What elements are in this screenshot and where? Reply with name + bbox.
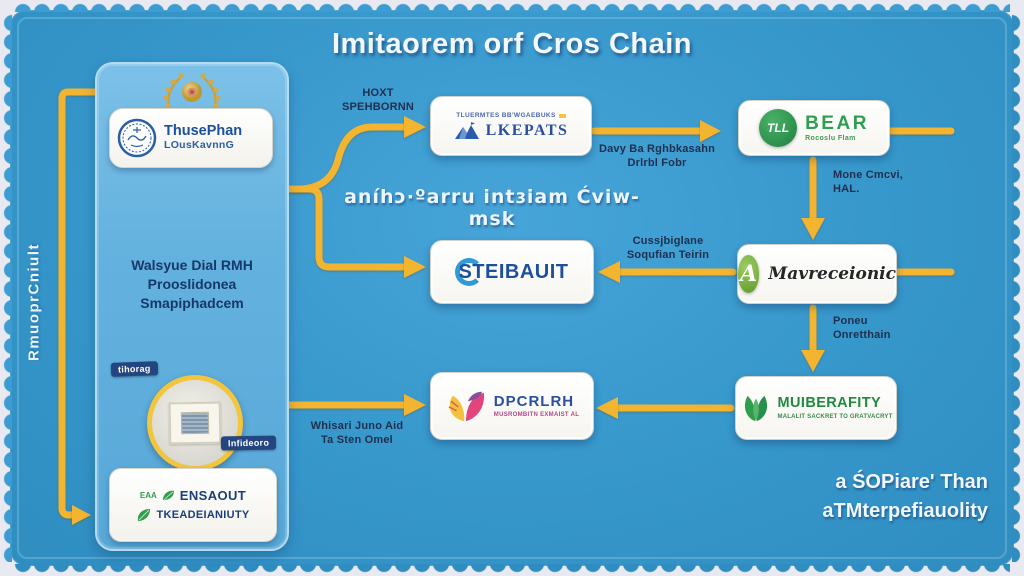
arrowhead-lkepats-to-tlbear <box>700 120 721 142</box>
arrowhead-tlbear-down <box>801 218 825 240</box>
arrow-label-line: Cussjbiglane <box>632 235 704 247</box>
sprout-icon <box>162 490 174 501</box>
muiberafity-text: MUIBERAFITY MALALIT SACKRET TO GRATVACRY… <box>778 396 893 420</box>
leaf-icon <box>138 509 151 521</box>
node-muiberafity: MUIBERAFITY MALALIT SACKRET TO GRATVACRY… <box>735 376 897 440</box>
arrow-label-line: Drlrbl Fobr <box>627 157 687 169</box>
bottom-right-annotation: a ŚOPiare' Than aTMterpefiauolity <box>822 468 988 526</box>
arrow-label-line: Poneu <box>833 315 868 327</box>
photo-tag-top: tihorag <box>110 361 158 377</box>
node-lkepats: TLUERMTES BB'WGAEBUKS LKEPATS <box>430 96 592 156</box>
dpcrlrh-subtext: MUSROMBITN EXMAIST AL <box>493 412 580 418</box>
arrowhead-panel-to-dpcrlrh <box>404 394 426 416</box>
arrowhead-mav-down <box>801 350 825 372</box>
org-subname: LOusKavnnG <box>164 139 235 152</box>
org-name: ThusePhan <box>164 123 243 140</box>
seal-icon <box>117 118 157 158</box>
tkeadeianiuty-label: TKEADEIANIUTY <box>156 509 250 521</box>
arrow-label-cuss: Cussjbiglane Soqufian Teirin <box>604 234 732 262</box>
lkepats-tagline-row: TLUERMTES BB'WGAEBUKS <box>456 112 566 119</box>
lkepats-tagline: TLUERMTES BB'WGAEBUKS <box>456 112 556 119</box>
tll-badge-icon: TLL <box>759 109 798 147</box>
arrow-label-line: SPEHBORNN <box>341 101 415 113</box>
arrow-label-line: HOXT <box>362 87 394 99</box>
scalloped-border-right <box>1012 14 1021 562</box>
arrow-label-line: Ta Sten Omel <box>321 434 393 446</box>
page-title: Imitaorem orf Cros Chain <box>331 28 693 60</box>
arrow-label-line: Soqufian Teirin <box>626 249 710 261</box>
building-photo <box>147 375 243 471</box>
arrowhead-mav-to-steibauit <box>598 261 620 283</box>
dpcrlrh-text: DPCRLRH MUSROMBITN EXMAIST AL <box>494 394 579 418</box>
tlbear-subtext: Rocoslu Flam <box>805 135 856 142</box>
yellow-dot-icon <box>558 113 566 118</box>
lkepats-name: LKEPATS <box>485 122 569 139</box>
arrow-label-line: Mone Cmcvi, <box>833 169 904 181</box>
arrow-label-line: HAL. <box>833 183 860 195</box>
dpcrlrh-name: DPCRLRH <box>493 393 575 410</box>
tlbear-text: BEAR Rocoslu Flam <box>805 114 869 142</box>
node-mavreceionic: A Mavreceionic <box>737 244 897 304</box>
tlbear-name: BEAR <box>805 113 869 134</box>
mountain-icon <box>454 122 479 139</box>
scalloped-border-bottom <box>14 564 1010 573</box>
thusephan-logo-card: ThusePhan LOusKavnnG <box>109 108 273 168</box>
panel-description-line: Walsyue Dial RMH <box>131 257 253 273</box>
partner-logos-card: EAA ENSAOUT TKEADEIANIUTY <box>109 468 277 542</box>
muiberafity-subtext: MALALIT SACKRET TO GRATVACRYT <box>777 413 893 420</box>
arrow-left-loop <box>58 88 99 519</box>
scalloped-border-top <box>14 3 1010 12</box>
partner-logo-ensaout: EAA ENSAOUT <box>140 488 246 503</box>
steibauit-name: STEIBAUIT <box>458 260 569 283</box>
c-ring-icon <box>455 258 484 286</box>
arrow-label-mone: Mone Cmcvi, HAL. <box>833 168 941 196</box>
photo-frame <box>168 401 222 445</box>
panel-description: Walsyue Dial RMH Prooslidonea Smapiphadc… <box>99 256 285 313</box>
left-margin-vertical-label: RmuoprCniult <box>25 243 43 361</box>
arrowhead-left-loop <box>72 505 91 525</box>
left-source-panel: ThusePhan LOusKavnnG Walsyue Dial RMH Pr… <box>95 62 289 551</box>
muiberafity-name: MUIBERAFITY <box>777 395 882 412</box>
arrow-panel-to-lkepats <box>281 123 408 193</box>
arrow-label-day: Davy Ba Rghbkasahn Drlrbl Fobr <box>597 142 717 170</box>
panel-description-line: Prooslidonea <box>147 276 237 292</box>
annotation-line-1: a ŚOPiare' Than <box>835 471 988 493</box>
swoosh-icon <box>448 391 484 422</box>
node-dpcrlrh: DPCRLRH MUSROMBITN EXMAIST AL <box>430 372 594 440</box>
photo-tag-bottom: Infideoro <box>220 435 277 451</box>
lkepats-brand-row: LKEPATS <box>454 122 569 140</box>
arrow-label-line: Whisari Juno Aid <box>310 420 404 432</box>
arrow-label-poneu: Poneu Onretthain <box>833 314 941 342</box>
node-tlbear: TLL BEAR Rocoslu Flam <box>738 100 890 156</box>
ensaout-prefix: EAA <box>139 491 157 500</box>
arrowhead-muib-to-dpcrlrh <box>596 397 618 419</box>
center-annotation: aníhɔ·ºarru intɜiam Ćviw-msk <box>344 186 640 230</box>
arrow-label-host: HOXT SPEHBORNN <box>320 86 436 114</box>
a-badge-icon: A <box>738 255 760 293</box>
mavreceionic-name: Mavreceionic <box>768 264 896 284</box>
leaf-wings-icon <box>744 395 767 422</box>
ensaout-label: ENSAOUT <box>179 488 247 503</box>
partner-logo-tkeadeianiuty: TKEADEIANIUTY <box>136 508 249 522</box>
node-steibauit: STEIBAUIT <box>430 240 594 304</box>
arrow-panel-to-steibauit <box>281 185 408 271</box>
arrowhead-panel-to-steibauit <box>404 256 426 278</box>
arrowhead-panel-to-lkepats <box>404 116 426 138</box>
arrow-label-line: Onretthain <box>833 329 891 341</box>
photo-picture <box>180 411 210 435</box>
org-names: ThusePhan LOusKavnnG <box>164 123 243 152</box>
annotation-line-2: aTMterpefiauolity <box>822 500 988 522</box>
panel-description-line: Smapiphadcem <box>140 295 244 311</box>
scalloped-border-left <box>3 14 12 562</box>
arrow-label-whisari: Whisari Juno Aid Ta Sten Omel <box>293 419 421 447</box>
arrow-label-line: Davy Ba Rghbkasahn <box>598 143 716 155</box>
